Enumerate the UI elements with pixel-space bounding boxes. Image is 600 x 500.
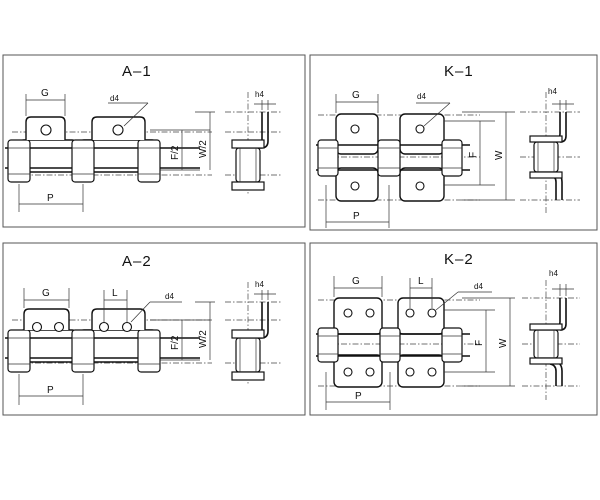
panel-k1-label-p: P [353, 211, 360, 222]
panel-k1-dim-p: P [325, 185, 390, 228]
panel-k1: K–1 [309, 54, 598, 231]
panel-k2-label-l: L [418, 276, 424, 287]
panel-k2-dim-f-w: F W [444, 297, 515, 387]
panel-k2-chain-end-view: h4 [522, 269, 580, 400]
panel-k2-dim-d4: d4 [435, 282, 492, 311]
panel-k1-label-d4: d4 [417, 92, 426, 101]
panel-k2-dim-l: L [409, 276, 433, 308]
panel-k2-dim-p: P [325, 372, 391, 410]
panel-k1-label-h4: h4 [548, 87, 557, 96]
panel-k1-title: K–1 [444, 63, 474, 80]
panel-k1-dim-f-w: F W [444, 111, 515, 201]
panel-a1-dim-g: G [25, 88, 66, 116]
panel-k1-chain-end-view: h4 [520, 87, 580, 215]
panel-a1-dim-d4: d4 [108, 94, 149, 127]
panel-a1-label-g: G [41, 88, 49, 99]
panel-a1-label-h4: h4 [255, 90, 264, 99]
panel-a1-label-d4: d4 [110, 94, 119, 103]
panel-k2-dim-g: G [333, 276, 383, 297]
panel-k2: K–2 [309, 242, 598, 416]
panel-a2-chain-end-view: h4 [225, 280, 282, 385]
panel-a1-dim-f2-w2: F/2 W/2 [150, 111, 215, 171]
panel-a1-title: A–1 [122, 63, 152, 80]
panel-k1-dim-d4: d4 [416, 92, 451, 127]
panel-a2-title: A–2 [122, 253, 152, 270]
panel-a1-chain-side-view [5, 116, 212, 183]
panel-a2-dim-l: L [103, 288, 128, 322]
panel-k1-label-g: G [352, 90, 360, 101]
panel-k1-dim-g: G [335, 90, 379, 113]
panel-a2: A–2 G [2, 242, 306, 416]
panel-k2-label-g: G [352, 276, 360, 287]
panel-a2-chain-side-view [5, 308, 212, 373]
panel-k2-title: K–2 [444, 251, 474, 268]
panel-a2-label-h4: h4 [255, 280, 264, 289]
panel-a2-label-f2: F/2 [170, 335, 181, 350]
panel-a1: A–1 [2, 54, 306, 228]
panel-a2-label-w2: W/2 [198, 330, 209, 348]
panel-k2-label-f: F [474, 340, 485, 346]
panel-a2-dim-f2-w2: F/2 W/2 [150, 301, 215, 361]
panel-a2-dim-d4: d4 [130, 292, 182, 323]
panel-a2-label-l: L [112, 288, 118, 299]
panel-a1-label-f2: F/2 [170, 145, 181, 160]
panel-k2-label-w: W [498, 338, 509, 348]
panel-k2-label-h4: h4 [549, 269, 558, 278]
panel-a2-dim-p: P [18, 374, 84, 405]
panel-a1-label-w2: W/2 [198, 140, 209, 158]
panel-k1-label-w: W [494, 150, 505, 160]
panel-a2-dim-g: G [23, 288, 70, 308]
panel-k2-label-p: P [355, 391, 362, 402]
panel-a2-label-d4: d4 [165, 292, 174, 301]
panel-k1-label-f: F [468, 152, 479, 158]
panel-k2-chain-side-view [316, 297, 480, 388]
panel-a1-chain-end-view: h4 [225, 90, 282, 195]
panel-k2-label-d4: d4 [474, 282, 483, 291]
panel-a1-label-p: P [47, 193, 54, 204]
panel-a1-dim-p: P [18, 184, 84, 212]
panel-a2-label-p: P [47, 385, 54, 396]
panel-a2-label-g: G [42, 288, 50, 299]
panel-k1-chain-side-view [316, 113, 480, 202]
